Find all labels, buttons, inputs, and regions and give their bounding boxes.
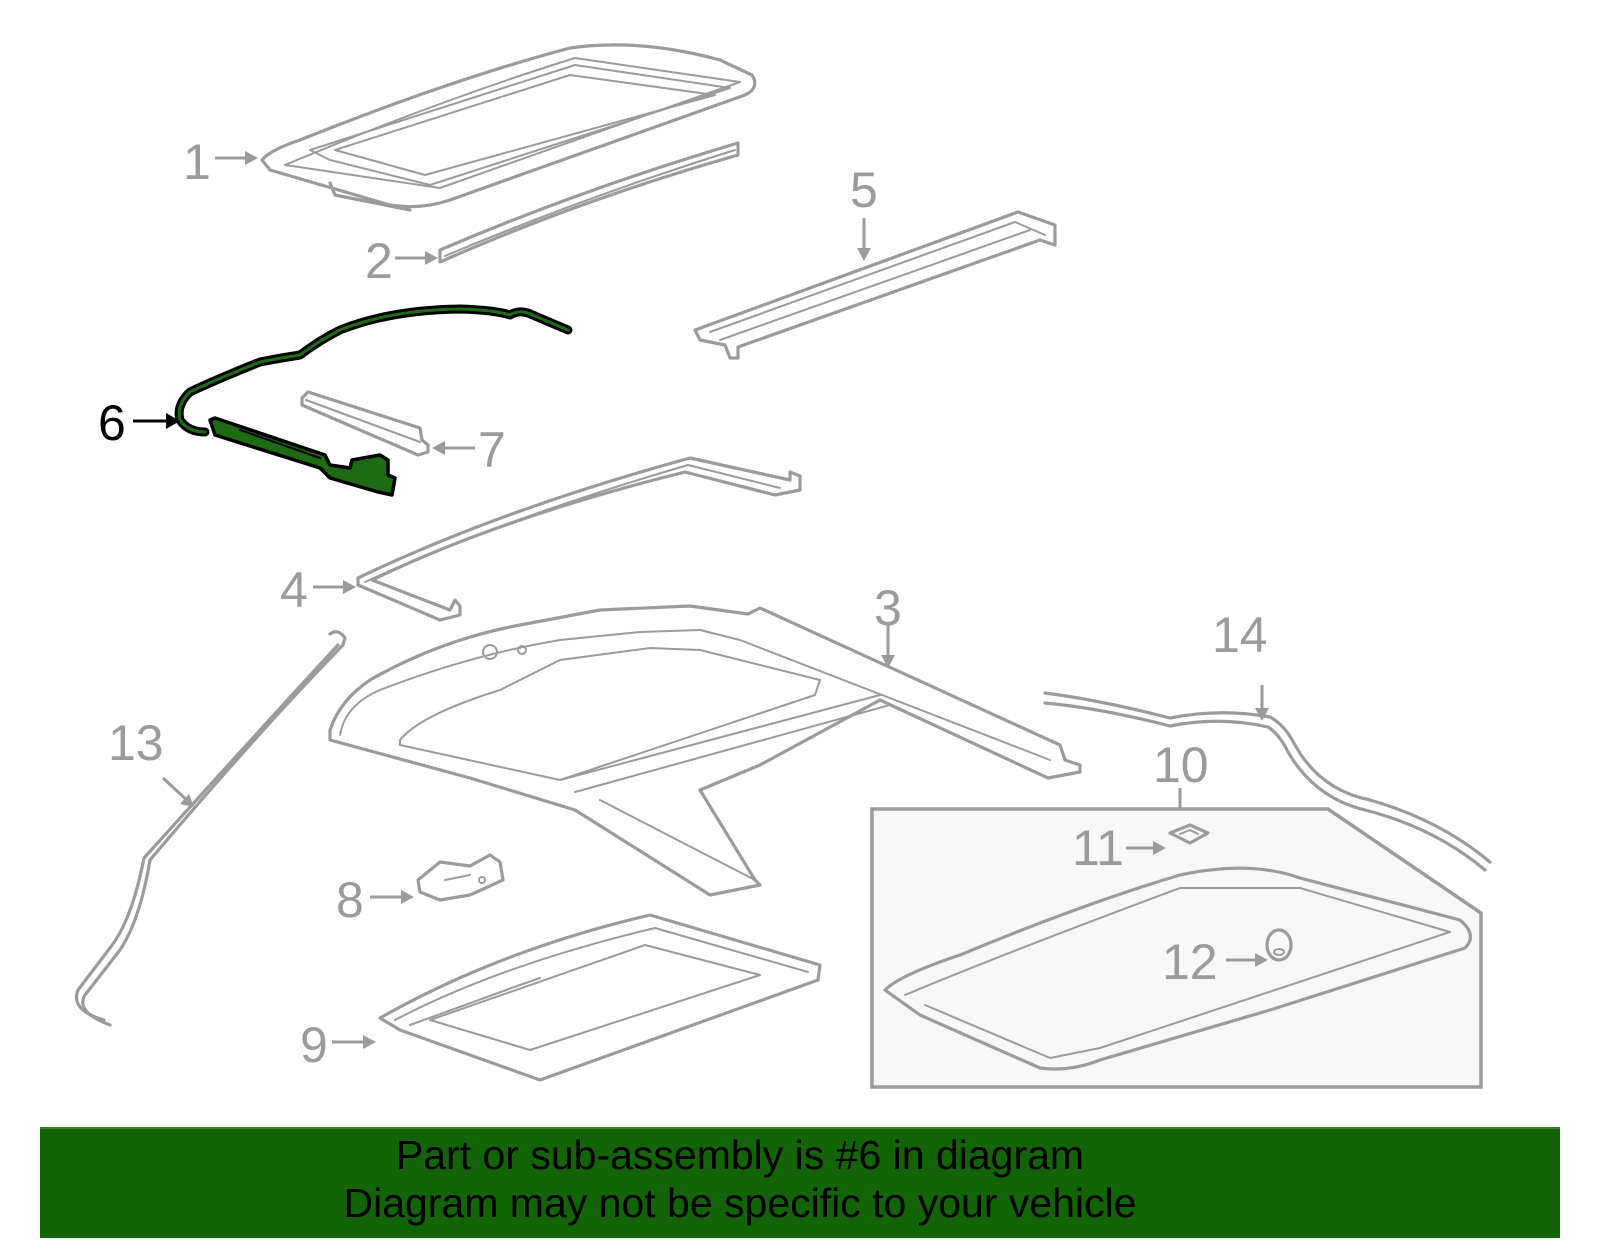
callout-6[interactable]: 6 (98, 395, 126, 451)
part-6-drain-hose-highlighted[interactable] (174, 304, 573, 497)
callout-3[interactable]: 3 (874, 580, 902, 636)
callout-2[interactable]: 2 (365, 233, 393, 289)
part-1-glass-frame[interactable] (260, 43, 757, 212)
info-banner: Part or sub-assembly is #6 in diagram Di… (40, 1127, 1560, 1238)
part-8-motor[interactable] (416, 853, 505, 902)
part-11-clip[interactable] (1168, 823, 1210, 845)
callout-14[interactable]: 14 (1212, 607, 1268, 663)
callout-8[interactable]: 8 (336, 872, 364, 928)
part-13-drain-hose[interactable] (75, 630, 347, 1027)
part-7-deflector[interactable] (300, 390, 430, 457)
part-14-drain-hose[interactable] (1043, 691, 1492, 872)
callout-7[interactable]: 7 (478, 422, 506, 478)
part-10-seal-kit-box[interactable] (870, 788, 1483, 1089)
callout-13[interactable]: 13 (108, 715, 164, 771)
banner-part-note: Part or sub-assembly is #6 in diagram (395, 1132, 1085, 1178)
part-3-main-frame[interactable] (328, 604, 1082, 897)
leader-arrows (133, 151, 1269, 1049)
callout-10[interactable]: 10 (1153, 737, 1209, 793)
callout-12[interactable]: 12 (1162, 934, 1218, 990)
part-12-grommet[interactable] (1265, 928, 1293, 962)
banner-disclaimer: Diagram may not be specific to your vehi… (343, 1180, 1137, 1226)
part-4-guide-rail[interactable] (356, 456, 802, 622)
callout-1[interactable]: 1 (183, 134, 211, 190)
part-9-sunshade[interactable] (378, 913, 822, 1082)
part-2-weatherstrip[interactable] (438, 141, 740, 264)
callout-11[interactable]: 11 (1072, 820, 1124, 876)
callout-5[interactable]: 5 (850, 162, 878, 218)
callout-9[interactable]: 9 (300, 1017, 328, 1073)
part-5-cross-rail[interactable] (693, 210, 1057, 360)
callout-4[interactable]: 4 (280, 562, 308, 618)
